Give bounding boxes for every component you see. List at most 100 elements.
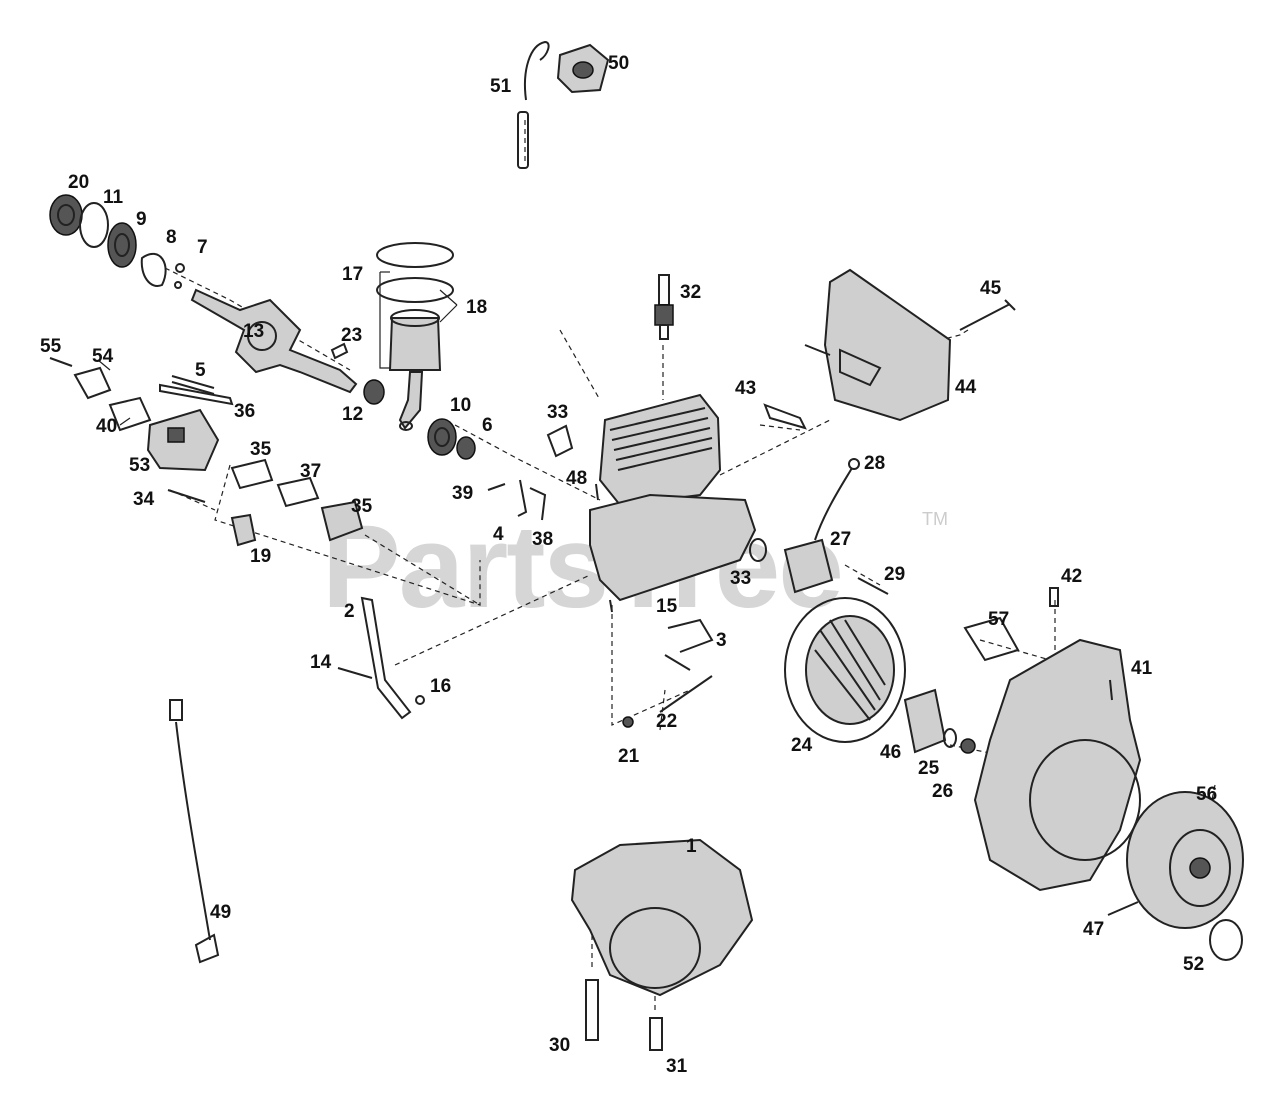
adjust-screw-part <box>167 489 206 503</box>
callout-31: 31 <box>666 1056 688 1077</box>
callout-12: 12 <box>342 404 363 425</box>
gasket-33-lower-part <box>749 538 767 562</box>
callout-24: 24 <box>791 735 813 756</box>
callout-30: 30 <box>549 1035 570 1056</box>
callout-18: 18 <box>466 297 487 318</box>
callout-25: 25 <box>918 758 940 779</box>
primer-bulb-part <box>556 43 610 94</box>
callout-45: 45 <box>980 278 1002 299</box>
callout-7: 7 <box>197 237 208 258</box>
cable-49-part <box>169 699 220 964</box>
callout-50: 50 <box>608 53 629 74</box>
bolt-31-part <box>649 1017 663 1051</box>
crank-seal-group <box>49 194 185 289</box>
callout-17: 17 <box>342 264 363 285</box>
leader-lines <box>97 271 458 426</box>
callout-33-lower: 33 <box>730 568 751 589</box>
callout-49: 49 <box>210 902 231 923</box>
callout-33-upper: 33 <box>547 402 568 423</box>
callout-21: 21 <box>618 746 640 767</box>
callout-51: 51 <box>490 76 512 97</box>
callout-29: 29 <box>884 564 905 585</box>
bolt-30-part <box>585 979 599 1041</box>
fuel-line-part <box>517 40 550 169</box>
callout-56: 56 <box>1196 784 1217 805</box>
blower-housing-part <box>973 638 1142 892</box>
screw-39-part <box>487 483 506 491</box>
callout-32: 32 <box>680 282 701 303</box>
woodruff-key-part <box>330 342 349 360</box>
bracket-38-part <box>529 487 547 521</box>
carb-screws-part <box>171 375 215 395</box>
main-bearing-part <box>427 418 476 460</box>
callout-53: 53 <box>129 455 150 476</box>
callout-38: 38 <box>532 529 553 550</box>
callout-52: 52 <box>1183 954 1204 975</box>
callout-36: 36 <box>234 401 255 422</box>
callout-42: 42 <box>1061 566 1082 587</box>
crankcase-half-part <box>570 838 754 997</box>
callout-35-upper: 35 <box>250 439 272 460</box>
callout-27: 27 <box>830 529 851 550</box>
crankshaft-part <box>190 288 358 394</box>
air-filter-housing-part <box>804 268 952 422</box>
callout-10: 10 <box>450 395 471 416</box>
callout-57: 57 <box>988 609 1009 630</box>
watermark-text: PartsTree <box>322 501 842 633</box>
cylinder-block-part <box>589 393 757 613</box>
callout-46: 46 <box>880 742 901 763</box>
callout-5: 5 <box>195 360 206 381</box>
callout-2: 2 <box>344 601 355 622</box>
recoil-starter-part <box>1126 791 1244 929</box>
callout-34: 34 <box>133 489 155 510</box>
gasket-33-upper-part <box>546 424 574 458</box>
callout-3: 3 <box>716 630 727 651</box>
callout-15: 15 <box>656 596 678 617</box>
callout-23: 23 <box>341 325 362 346</box>
callout-1: 1 <box>686 836 697 857</box>
watermark-trademark: TM <box>922 509 948 529</box>
cover-52-part <box>1209 919 1243 961</box>
callout-labels: 1 2 3 4 5 6 7 8 9 10 11 12 13 14 15 16 1… <box>40 53 1217 1077</box>
bracket-4-part <box>517 479 528 517</box>
callout-35-lower: 35 <box>351 496 373 517</box>
decal-57-part <box>963 616 1020 662</box>
callout-14: 14 <box>310 652 332 673</box>
callout-37: 37 <box>300 461 321 482</box>
callout-22: 22 <box>656 711 677 732</box>
needle-bearing-part <box>363 379 385 405</box>
callout-16: 16 <box>430 676 451 697</box>
carb-plate-36-part <box>159 383 234 406</box>
callout-9: 9 <box>136 209 147 230</box>
bolt-45-part <box>959 299 1016 331</box>
callout-43: 43 <box>735 378 756 399</box>
callout-26: 26 <box>932 781 953 802</box>
throttle-lever-part <box>337 596 425 720</box>
linkage-part <box>622 618 714 728</box>
callout-47: 47 <box>1083 919 1104 940</box>
carb-gasket-40-part <box>108 396 152 432</box>
flywheel-part <box>784 597 906 743</box>
screw-47-part <box>1107 901 1139 916</box>
callout-13: 13 <box>243 321 264 342</box>
piston-assembly-part <box>376 242 454 431</box>
callout-8: 8 <box>166 227 177 248</box>
choke-bracket-part <box>49 357 112 400</box>
callout-41: 41 <box>1131 658 1153 679</box>
callout-6: 6 <box>482 415 493 436</box>
callout-48: 48 <box>566 468 587 489</box>
starter-cup-part <box>903 688 976 754</box>
callout-28: 28 <box>864 453 885 474</box>
callout-4: 4 <box>493 524 504 545</box>
callout-20: 20 <box>68 172 89 193</box>
callout-39: 39 <box>452 483 473 504</box>
carburetor-part <box>146 408 220 472</box>
callout-44: 44 <box>955 377 977 398</box>
callout-40: 40 <box>96 416 117 437</box>
screw-48-part <box>595 483 599 501</box>
clip-19-part <box>230 513 257 547</box>
spark-plug-part <box>654 274 674 340</box>
ignition-module-part <box>783 458 889 595</box>
callout-55: 55 <box>40 336 62 357</box>
